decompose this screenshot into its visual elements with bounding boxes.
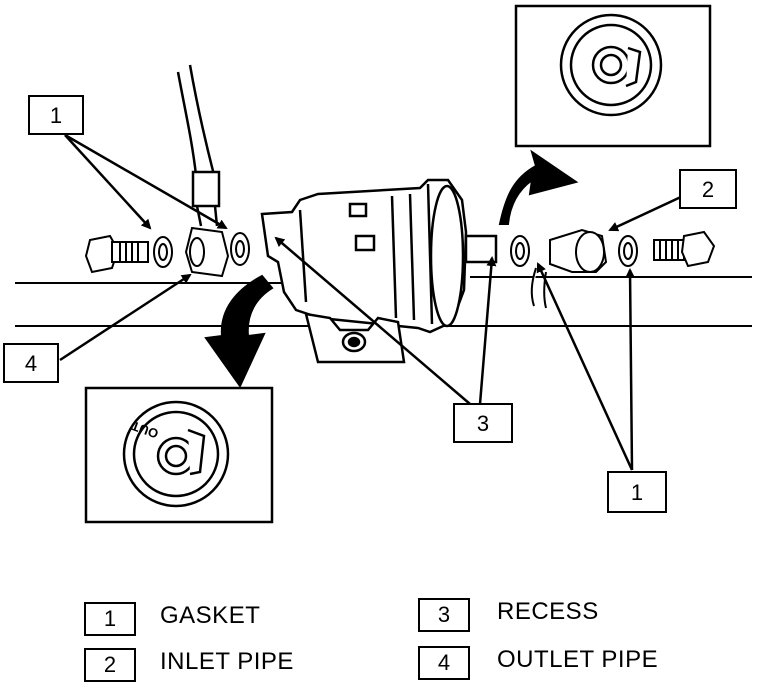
svg-text:1: 1	[631, 480, 643, 505]
gasket-left-inner	[230, 232, 250, 266]
outlet-pipe-fitting	[184, 226, 230, 278]
svg-text:2: 2	[702, 177, 714, 202]
callout-leaders	[59, 133, 684, 471]
detail-inlet-view	[514, 4, 712, 148]
svg-text:3: 3	[477, 411, 489, 436]
frame-rails	[15, 276, 752, 327]
callout-box-4: 4	[3, 343, 59, 383]
gasket-right-outer	[618, 235, 638, 267]
fuel-hose	[176, 64, 221, 227]
detail-arrow-bottom	[204, 274, 274, 388]
fuel-filter-body	[260, 178, 498, 334]
gasket-left-outer	[153, 236, 173, 268]
svg-text:1: 1	[50, 103, 62, 128]
callout-box-1-top: 1	[28, 95, 84, 135]
banjo-bolt-right	[653, 230, 716, 268]
banjo-bolt-left	[84, 234, 149, 274]
inlet-pipe-fitting	[530, 228, 608, 309]
callout-box-1-bottom: 1	[607, 471, 667, 513]
callout-box-3: 3	[453, 403, 513, 443]
detail-arrow-top	[498, 149, 579, 225]
callout-box-2: 2	[679, 169, 737, 209]
gasket-right-inner	[510, 235, 530, 267]
svg-text:4: 4	[25, 351, 37, 376]
detail-outlet-view	[84, 386, 274, 524]
